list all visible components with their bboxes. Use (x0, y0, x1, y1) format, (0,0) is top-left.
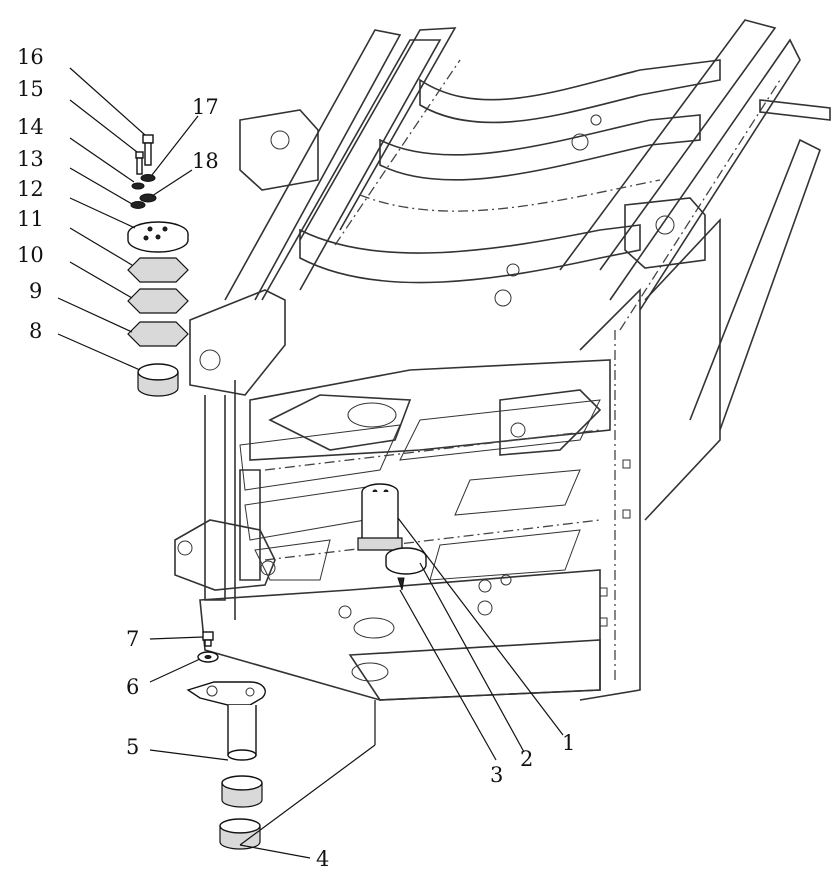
callout-14: 14 (17, 115, 44, 139)
chassis-frame (174, 19, 831, 701)
callout-16: 16 (17, 45, 44, 69)
callout-3: 3 (490, 763, 503, 787)
callout-labels: 16 15 14 13 12 11 10 9 8 17 18 7 6 5 4 3… (17, 45, 575, 871)
callout-4: 4 (316, 847, 329, 871)
callout-17: 17 (192, 95, 219, 119)
callout-11: 11 (17, 207, 44, 231)
callout-2: 2 (520, 747, 533, 771)
callout-9: 9 (29, 279, 42, 303)
upper-exploded-stack (127, 134, 189, 397)
callout-18: 18 (192, 149, 219, 173)
leader-lines (57, 67, 564, 859)
callout-1: 1 (562, 731, 575, 755)
callout-5: 5 (126, 735, 139, 759)
callout-6: 6 (126, 675, 139, 699)
callout-15: 15 (17, 77, 44, 101)
lower-exploded-stack (186, 631, 266, 850)
callout-13: 13 (17, 147, 44, 171)
callout-10: 10 (17, 243, 44, 267)
central-pin-assembly (357, 483, 427, 591)
callout-8: 8 (29, 319, 42, 343)
callout-12: 12 (17, 177, 44, 201)
callout-7: 7 (126, 627, 139, 651)
